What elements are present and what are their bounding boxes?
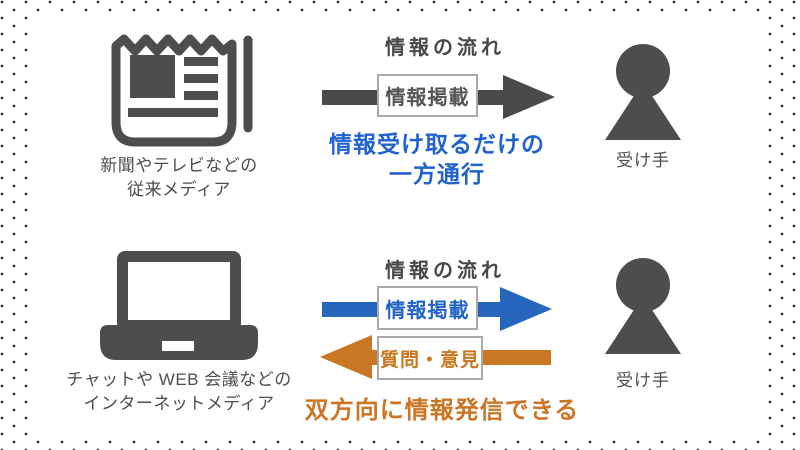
flow-title-bottom: 情報の流れ — [385, 260, 505, 282]
traditional-media-caption-line1: 新聞やテレビなどの — [100, 156, 258, 175]
backward-arrow-label-box: 質問・意見 — [377, 336, 483, 380]
flow-title-top: 情報の流れ — [385, 37, 505, 59]
forward-arrow-label: 情報掲載 — [385, 299, 470, 322]
receiver-label-top: 受け手 — [616, 151, 670, 170]
receiver-label-bottom: 受け手 — [616, 371, 670, 390]
internet-media-caption-line2: インターネットメディア — [83, 394, 275, 413]
internet-media-caption: チャットや WEB 会議などの インターネットメディア — [55, 368, 303, 416]
traditional-media-caption: 新聞やテレビなどの 従来メディア — [74, 154, 284, 202]
one-way-highlight-line2: 一方通行 — [389, 161, 485, 187]
backward-arrow-label: 質問・意見 — [379, 349, 480, 371]
traditional-media-caption-line2: 従来メディア — [127, 180, 231, 199]
one-way-highlight: 情報受け取るだけの 一方通行 — [312, 129, 562, 189]
forward-arrow-label-box: 情報掲載 — [377, 286, 478, 330]
one-way-arrow-label: 情報掲載 — [385, 87, 470, 109]
receiver-person-icon-top — [605, 44, 681, 140]
forward-arrow-head — [500, 287, 552, 331]
receiver-person-icon-bottom — [605, 258, 681, 354]
one-way-arrow-label-box: 情報掲載 — [377, 74, 478, 117]
backward-arrow-head — [320, 335, 372, 379]
one-way-highlight-line1: 情報受け取るだけの — [329, 131, 545, 157]
newspaper-icon — [111, 34, 253, 147]
internet-media-caption-line1: チャットや WEB 会議などの — [66, 370, 292, 389]
laptop-icon — [100, 251, 258, 360]
two-way-highlight: 双方向に情報発信できる — [304, 397, 580, 424]
one-way-arrow-head — [503, 75, 555, 119]
